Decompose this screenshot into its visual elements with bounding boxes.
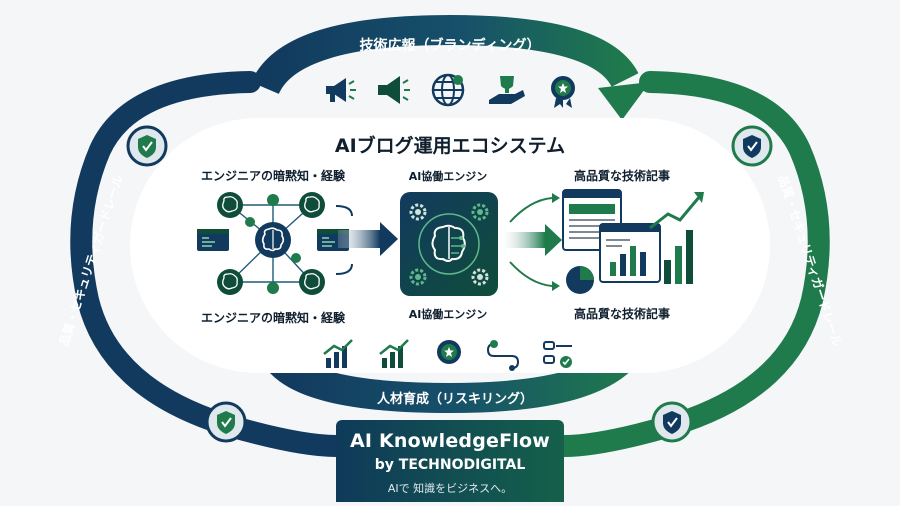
flow-arrow-to-articles [505, 193, 562, 291]
trophy-hand-icon [489, 76, 525, 104]
shield-check-icon [126, 125, 168, 167]
center-title: AIブログ運用エコシステム [335, 134, 565, 157]
award-badge-icon [437, 340, 461, 364]
growth-chart-icon [649, 192, 704, 284]
brain-icon [299, 192, 325, 218]
ai-engine [400, 192, 498, 296]
mid-top-label: AI協働エンジン [409, 169, 488, 183]
route-icon [486, 340, 520, 371]
top-arc-label: 技術広報（ブランディング） [359, 37, 540, 54]
megaphone-icon [378, 76, 410, 104]
left-top-label: エンジニアの暗黙知・経験 [201, 168, 346, 183]
node-dot [291, 253, 301, 263]
ai-brain-icon [431, 224, 466, 262]
brain-icon [255, 222, 291, 258]
brain-icon [299, 269, 325, 295]
brand-tagline: AIで 知識をビジネスへ。 [387, 482, 513, 495]
brand-title: AI KnowledgeFlow [349, 430, 551, 452]
brain-icon [217, 192, 243, 218]
pie-chart-icon [566, 266, 594, 294]
node-dot [245, 217, 255, 227]
gear-icon [409, 203, 427, 221]
left-bottom-label: エンジニアの暗黙知・経験 [201, 310, 346, 325]
brand-subtitle: by TECHNODIGITAL [374, 457, 526, 473]
bottom-arc-label: 人材育成（リスキリング） [377, 391, 533, 407]
article-doc-icon [599, 223, 661, 283]
shield-check-icon [205, 401, 247, 443]
gear-icon [409, 268, 427, 286]
growth-chart-icon [379, 339, 409, 368]
mid-bottom-label: AI協働エンジン [409, 307, 488, 321]
right-bottom-label: 高品質な技術記事 [574, 306, 670, 321]
node-dot [267, 282, 279, 294]
flow-arrow-to-engine [335, 205, 398, 275]
top-arc [251, 14, 650, 120]
article-documents [562, 189, 704, 294]
award-badge-icon [551, 76, 575, 108]
brain-icon [217, 269, 243, 295]
growth-chart-icon [323, 339, 353, 368]
gear-icon [471, 268, 489, 286]
right-top-label: 高品質な技術記事 [574, 168, 670, 183]
code-window-icon [197, 229, 229, 251]
brand-box: AI KnowledgeFlow by TECHNODIGITAL AIで 知識… [336, 420, 564, 502]
node-dot [267, 194, 279, 206]
gear-icon [471, 203, 489, 221]
checklist-icon [543, 341, 572, 368]
shield-check-icon [731, 125, 773, 167]
megaphone-icon [326, 78, 356, 102]
globe-icon [431, 73, 465, 107]
shield-check-icon [651, 401, 693, 443]
